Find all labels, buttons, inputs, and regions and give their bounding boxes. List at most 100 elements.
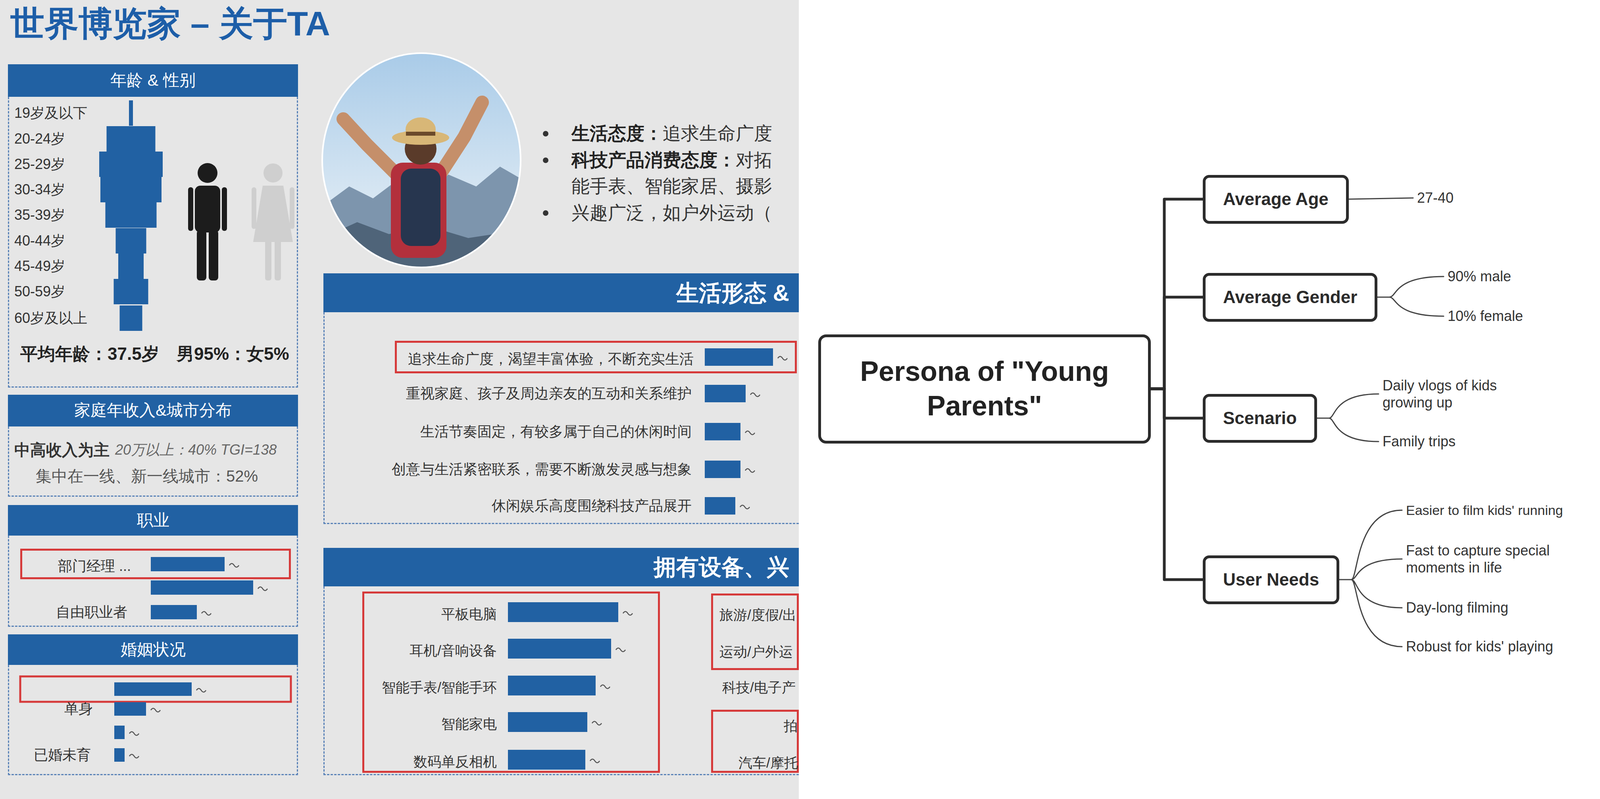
highlight-box: 拍汽车/摩托 (711, 709, 799, 774)
item-text: 智能家电 (441, 715, 497, 733)
average-age-text: 平均年龄：37.5岁 (20, 343, 160, 365)
leaf-text: 27-40 (1417, 189, 1454, 207)
value-mark (129, 754, 139, 759)
bullet-key: 生活态度： (571, 122, 663, 145)
panel-header-band: 生活形态 & (323, 273, 799, 313)
bar (507, 675, 596, 696)
bullet-dot (542, 210, 549, 216)
photo-rim (322, 53, 521, 268)
photo-sky (322, 53, 521, 268)
leaf-text: Day-long filming (1405, 599, 1509, 617)
icon-leg (196, 230, 207, 281)
leader-line (1377, 276, 1444, 317)
bar (507, 712, 588, 733)
branch-topic-box: Scenario (1202, 394, 1318, 443)
photo-left-arm (343, 119, 399, 177)
value-mark (600, 685, 610, 689)
panel-frame (323, 312, 799, 525)
item-text: 运动/户外运 (719, 643, 793, 661)
icon-arm (188, 187, 194, 231)
branch-connector (1150, 388, 1203, 419)
age-group-label: 45-49岁 (14, 257, 66, 275)
leaf-text: Daily vlogs of kids growing up (1382, 376, 1526, 412)
item-text: 旅游/度假/出 (719, 606, 797, 624)
value-mark (196, 688, 206, 693)
female-icon (251, 163, 295, 281)
bar (114, 725, 125, 740)
leader-line (1339, 510, 1402, 647)
icon-head (263, 163, 283, 183)
income-stat: 20万以上：40% TGI=138 (115, 441, 277, 459)
value-mark (257, 587, 268, 591)
item-text: 平板电脑 (441, 605, 497, 623)
age-group-label: 40-44岁 (14, 232, 66, 250)
value-mark (745, 431, 755, 435)
city-stat: 集中在一线、新一线城市：52% (35, 466, 258, 486)
bar (105, 202, 157, 228)
panel-header-band: 家庭年收入&城市分布 (7, 394, 299, 427)
occupation-label: 自由职业者 (55, 603, 128, 621)
highlight-box: 追求生命广度，渴望丰富体验，不断充实生活 (394, 340, 797, 374)
icon-leg (208, 230, 219, 281)
bullet-dot (542, 157, 549, 164)
panel-frame (7, 426, 299, 497)
branch-connector (1150, 388, 1203, 580)
central-topic-text: Persona of "Young Parents" (837, 354, 1132, 424)
leaf-text: Robust for kids' playing (1405, 638, 1554, 656)
bar (118, 253, 144, 279)
leaf-text: Easier to film kids' running (1405, 502, 1593, 519)
lifestyle-label: 创意与生活紧密联系，需要不断激发灵感与想象 (391, 460, 692, 478)
bar (704, 348, 774, 366)
leader-line (1317, 394, 1379, 442)
value-mark (201, 611, 212, 616)
item-text: 耳机/音响设备 (409, 642, 497, 660)
icon-leg (274, 238, 281, 281)
bullet-key: 科技产品消费态度： (571, 149, 736, 172)
value-mark (129, 732, 139, 736)
icon-head (197, 163, 218, 183)
icon-arm (221, 187, 227, 231)
branch-topic-text: Average Age (1223, 188, 1329, 210)
marital-label: 已婚未育 (33, 746, 91, 764)
panel-header-text: 年龄 & 性别 (110, 70, 196, 91)
icon-dress (253, 185, 293, 243)
branch-topic-box: Average Age (1202, 175, 1349, 224)
branch-connector (1150, 199, 1203, 389)
lifestyle-label: 生活节奏固定，有较多属于自己的休闲时间 (420, 423, 692, 441)
leaf-text: Fast to capture special moments in life (1405, 542, 1577, 577)
bullet-text: 对拓 (735, 149, 773, 172)
age-group-label: 20-24岁 (14, 130, 66, 148)
panel-header-text: 婚姻状况 (120, 640, 186, 660)
leader-line (1348, 198, 1414, 200)
item-text: 部门经理 ... (57, 557, 131, 575)
bullet-text: 能手表、智能家居、摄影 (571, 175, 773, 198)
highlight-box: 部门经理 ... (20, 548, 291, 580)
age-group-label: 60岁及以上 (14, 309, 88, 327)
marital-label: 单身 (64, 700, 93, 718)
icon-arm (289, 187, 295, 229)
value-mark (590, 759, 600, 764)
item-text: 汽车/摩托 (738, 754, 799, 772)
income-heading: 中高收入为主 (14, 440, 110, 460)
panel-header-text: 职业 (136, 510, 170, 531)
bar (507, 750, 586, 770)
branch-topic-box: Average Gender (1202, 273, 1378, 322)
highlight-frame (20, 676, 291, 702)
bar (119, 305, 143, 331)
bar-group (99, 100, 774, 770)
panel-header-band: 职业 (7, 505, 299, 536)
male-icon (188, 163, 227, 281)
photo-hat-crown (405, 117, 436, 142)
bar (114, 748, 125, 762)
slide-ground (0, 0, 799, 799)
panel-header-text: 家庭年收入&城市分布 (74, 400, 232, 421)
bullet-text: 追求生命广度 (662, 122, 773, 145)
branch-connector (1150, 297, 1203, 389)
branch-topic-text: User Needs (1223, 569, 1320, 591)
slide-title: 世界博览家 – 关于TA (10, 3, 331, 45)
item-text: 智能手表/智能手环 (381, 679, 497, 697)
age-group-label: 50-59岁 (14, 282, 66, 300)
branch-topic-text: Average Gender (1223, 286, 1358, 308)
